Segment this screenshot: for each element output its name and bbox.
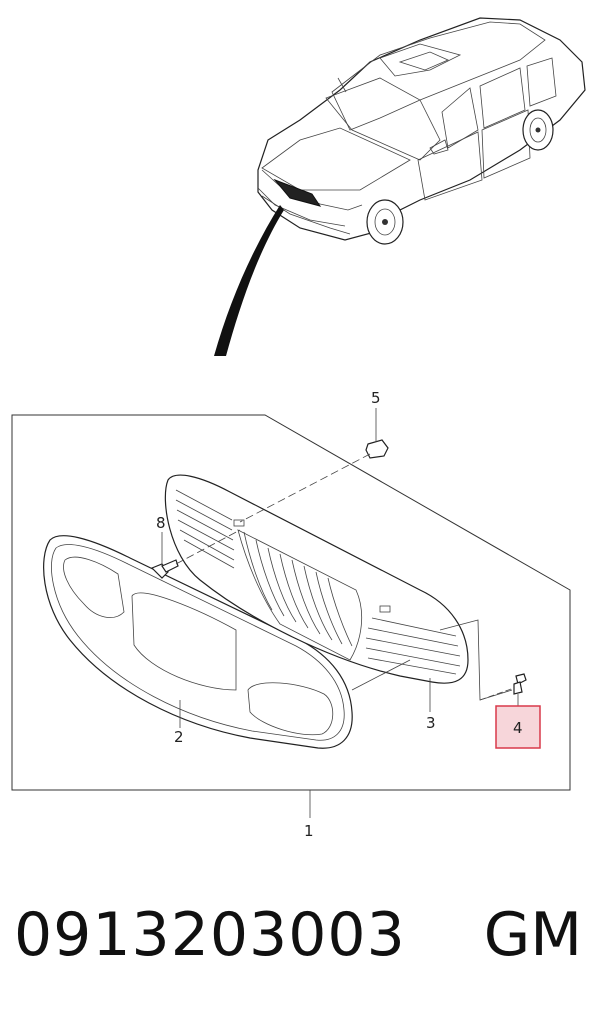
callout-4-highlight-box <box>495 705 541 749</box>
radiator-grille-part <box>164 474 469 684</box>
grille-molding-part <box>43 535 353 749</box>
callout-4[interactable]: 4 <box>513 719 523 737</box>
screw-part <box>150 559 179 579</box>
pointer-swoosh <box>214 205 284 356</box>
part-number: 0913203003 <box>14 900 406 970</box>
footer: 0913203003 GM <box>0 885 600 995</box>
leader-lines <box>161 408 519 818</box>
callout-1[interactable]: 1 <box>304 822 314 840</box>
brand-label: GM <box>483 900 582 970</box>
callout-2[interactable]: 2 <box>174 728 184 746</box>
exploded-parts-diagram: 5 8 2 3 4 1 <box>11 17 586 840</box>
callout-8[interactable]: 8 <box>156 514 166 532</box>
bolt-part <box>513 673 527 695</box>
car-illustration <box>257 17 586 245</box>
clip-nut-part <box>365 439 389 459</box>
callout-3[interactable]: 3 <box>426 714 436 732</box>
callout-5[interactable]: 5 <box>371 389 381 407</box>
assembly-frame <box>11 414 571 791</box>
